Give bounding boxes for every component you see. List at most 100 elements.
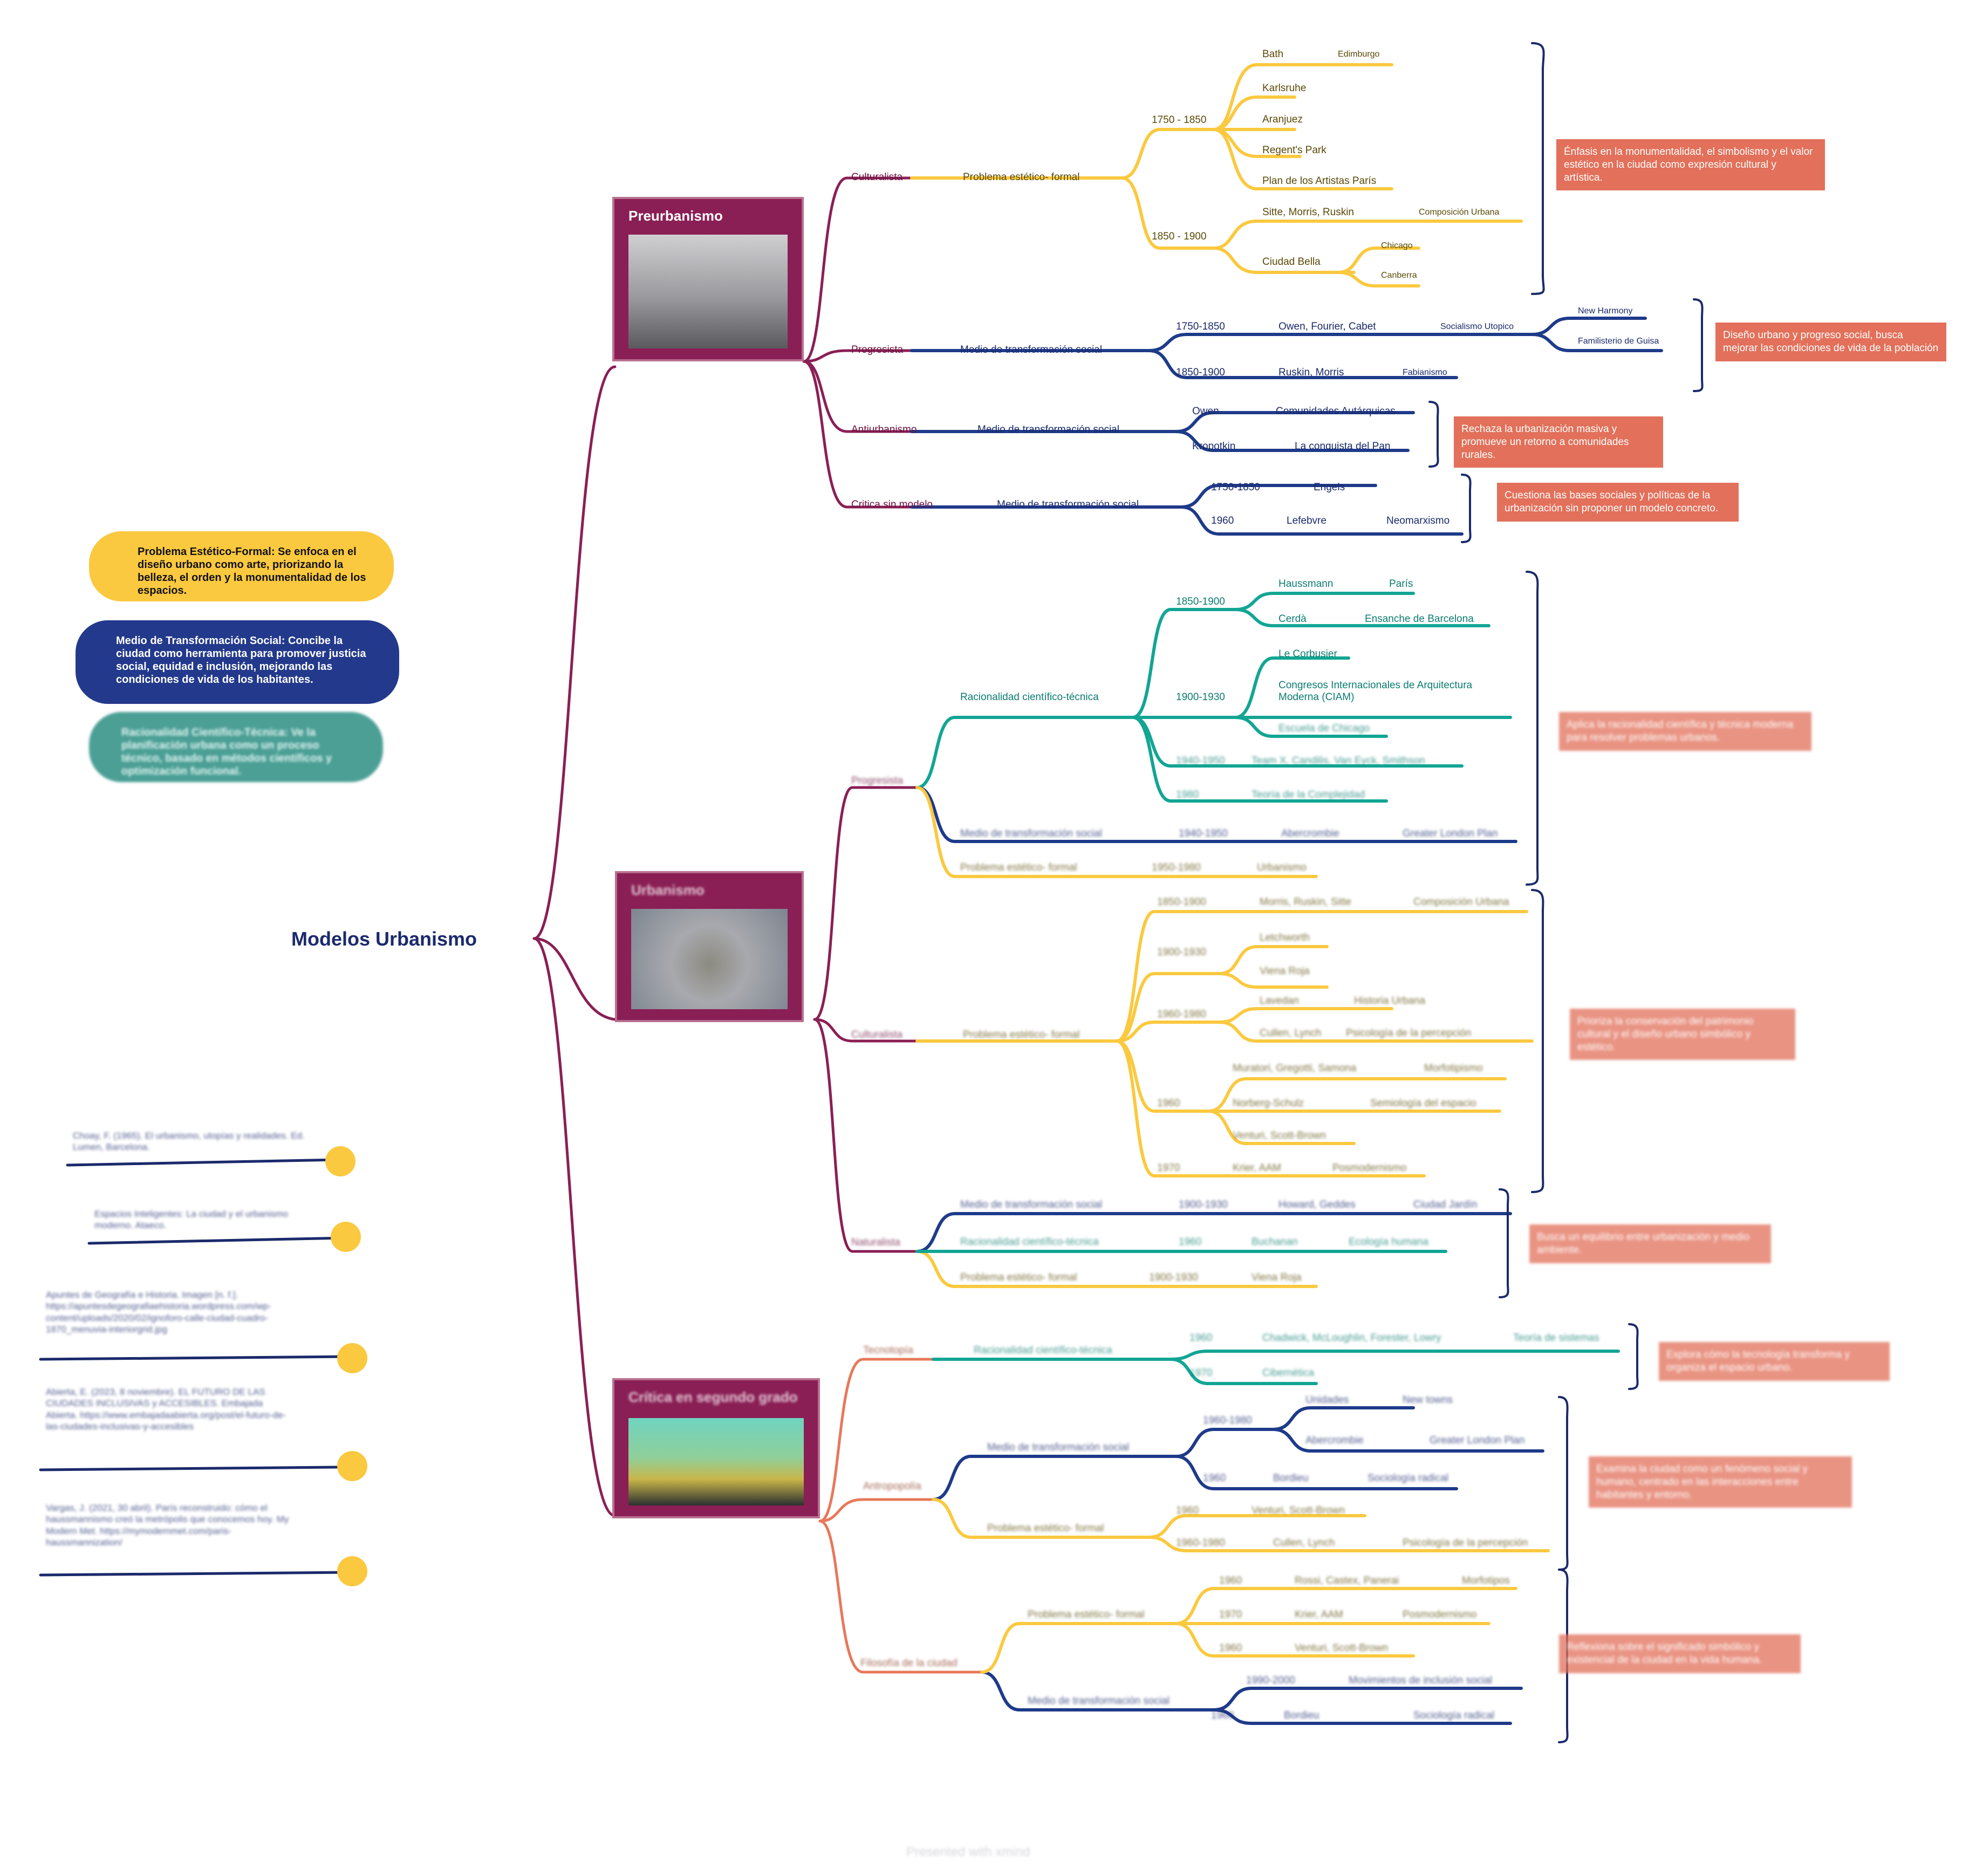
node-period[interactable]: 1950-1980 [1152,862,1201,873]
node-type[interactable]: Problema estético- formal [987,1523,1104,1534]
branch-critica-segundo-grado[interactable]: Crítica en segundo grado [612,1378,820,1518]
node-item[interactable]: Edimburgo [1338,50,1380,59]
root-title[interactable]: Modelos Urbanismo [291,928,477,950]
node-item[interactable]: Chicago [1381,241,1413,250]
node-item[interactable]: Fabianismo [1403,368,1447,377]
node-type[interactable]: Problema estético- formal [963,172,1080,183]
reference-1[interactable]: Choay, F. (1965). El urbanismo, utopías … [73,1131,305,1153]
node-item[interactable]: Venturi, Scott-Brown [1295,1642,1389,1654]
node-item[interactable]: Lavedan [1260,995,1299,1007]
node-item[interactable]: New towns [1403,1394,1453,1406]
node-period[interactable]: 1940-1950 [1179,828,1228,839]
node-item[interactable]: Viena Roja [1260,966,1310,977]
node-period[interactable]: 1970 [1219,1609,1242,1620]
reference-2[interactable]: Espacios Inteligentes: La ciudad y el ur… [94,1209,289,1231]
node-item[interactable]: Composición Urbana [1413,896,1509,908]
node-item[interactable]: Historia Urbana [1354,995,1425,1007]
branch-preurbanismo[interactable]: Preurbanismo [612,197,804,361]
node-period[interactable]: 1960 [1211,515,1234,526]
node-period[interactable]: 1960 [1219,1642,1242,1654]
node-critica-sin-modelo[interactable]: Critica sin modelo [851,499,933,510]
node-period[interactable]: 1980 [1176,789,1199,800]
node-item[interactable]: Congresos Internacionales de Arquitectur… [1278,680,1473,703]
node-item[interactable]: Viena Roja [1252,1272,1302,1283]
node-item[interactable]: Team X, Candilis, Van Eyck, Smithson [1252,755,1425,766]
node-item[interactable]: Socialismo Utopico [1440,322,1514,331]
node-period[interactable]: 1750 - 1850 [1152,114,1207,126]
node-item[interactable]: Teoría de sistemas [1513,1332,1599,1344]
node-item[interactable]: Lefebvre [1287,515,1327,526]
node-item[interactable]: Engels [1314,482,1345,493]
node-item[interactable]: Greater London Plan [1403,828,1498,839]
node-type[interactable]: Medio de transformación social [960,1199,1102,1210]
node-item[interactable]: Movimientos de inclusión social [1349,1675,1493,1686]
node-item[interactable]: Owen, Fourier, Cabet [1278,321,1376,332]
node-type[interactable]: Racionalidad científico-técnica [960,1236,1099,1248]
node-item[interactable]: Teoría de la Complejidad [1252,789,1365,800]
node-item[interactable]: Muratori, Gregotti, Samona [1233,1063,1357,1074]
node-item[interactable]: Ensanche de Barcelona [1365,613,1474,625]
node-naturalista[interactable]: Naturalista [851,1237,900,1248]
node-item[interactable]: Owen [1192,406,1219,417]
node-antropopolia[interactable]: Antropopolía [863,1481,921,1492]
node-progresista[interactable]: Progresista [851,344,904,355]
node-item[interactable]: Unidades [1305,1394,1349,1406]
node-type[interactable]: Racionalidad científico-técnica [960,691,1099,703]
node-tecnotopia[interactable]: Tecnotopía [863,1345,913,1356]
node-item[interactable]: Neomarxismo [1386,515,1450,526]
node-period[interactable]: 1990-2000 [1246,1675,1295,1686]
node-item[interactable]: Norberg-Schulz [1233,1098,1304,1109]
node-period[interactable]: 1850-1900 [1176,596,1225,607]
node-period[interactable]: 1960 [1179,1236,1202,1248]
reference-5[interactable]: Vargas, J. (2021, 30 abril). París recon… [46,1503,289,1548]
node-item[interactable]: Plan de los Artistas París [1262,175,1377,187]
node-period[interactable]: 1900-1930 [1149,1272,1198,1283]
node-item[interactable]: Chadwick, McLoughlin, Forester, Lowry [1262,1332,1441,1344]
node-item[interactable]: Abercrombie [1281,828,1339,839]
node-period[interactable]: 1960 [1176,1505,1199,1516]
node-period[interactable]: 1900-1930 [1179,1199,1228,1210]
node-item[interactable]: Sociología radical [1413,1710,1494,1721]
node-item[interactable]: Familisterio de Guisa [1578,337,1659,346]
node-period[interactable]: 1970 [1189,1367,1213,1379]
node-item[interactable]: Cerdà [1278,613,1307,625]
node-period[interactable]: 1850 - 1900 [1152,231,1207,242]
node-item[interactable]: Venturi, Scott-Brown [1252,1505,1345,1516]
node-item[interactable]: París [1389,578,1413,590]
node-item[interactable]: Bordieu [1273,1473,1309,1484]
node-culturalista[interactable]: Culturalista [851,172,903,183]
node-period[interactable]: 1940-1950 [1176,755,1225,766]
node-item[interactable]: Posmodernismo [1332,1162,1407,1174]
node-item[interactable]: Rossi, Castex, Panerai [1295,1575,1399,1586]
node-type[interactable]: Medio de transformación social [987,1442,1129,1453]
node-type[interactable]: Medio de transformación social [977,424,1119,435]
node-type[interactable]: Medio de transformación social [960,828,1102,839]
node-item[interactable]: Ruskin, Morris [1278,367,1344,378]
node-item[interactable]: New Harmony [1578,306,1633,316]
node-period[interactable]: 1750-1850 [1211,482,1260,493]
node-period[interactable]: 1960 [1189,1332,1213,1344]
node-item[interactable]: Ciudad Bella [1262,256,1321,268]
node-progresista[interactable]: Progresista [851,775,904,786]
node-period[interactable]: 1750-1850 [1176,321,1225,332]
node-period[interactable]: 1960-1980 [1157,1009,1206,1020]
node-period[interactable]: 1960-1980 [1203,1415,1252,1426]
node-item[interactable]: Morfotipos [1462,1575,1510,1586]
node-item[interactable]: Le Corbusier [1278,648,1337,660]
node-item[interactable]: Ecología humana [1349,1236,1428,1248]
node-type[interactable]: Medio de transformación social [960,344,1102,355]
node-item[interactable]: Morfotipismo [1424,1063,1483,1074]
node-item[interactable]: Psicología de la percepción [1403,1537,1528,1549]
node-type[interactable]: Problema estético- formal [960,1272,1077,1283]
node-type[interactable]: Medio de transformación social [997,499,1139,510]
node-item[interactable]: Abercrombie [1305,1435,1364,1446]
node-item[interactable]: Krier, AAM [1233,1162,1281,1174]
node-period[interactable]: 1960 [1219,1575,1242,1586]
node-period[interactable]: 1850-1900 [1157,896,1206,908]
node-item[interactable]: Letchworth [1260,932,1310,943]
node-item[interactable]: Buchanan [1252,1236,1298,1248]
node-item[interactable]: Krier, AAM [1295,1609,1343,1620]
node-period[interactable]: 1960-1980 [1176,1537,1225,1549]
node-item[interactable]: Greater London Plan [1430,1435,1525,1446]
node-item[interactable]: Cullen, Lynch [1273,1537,1335,1549]
